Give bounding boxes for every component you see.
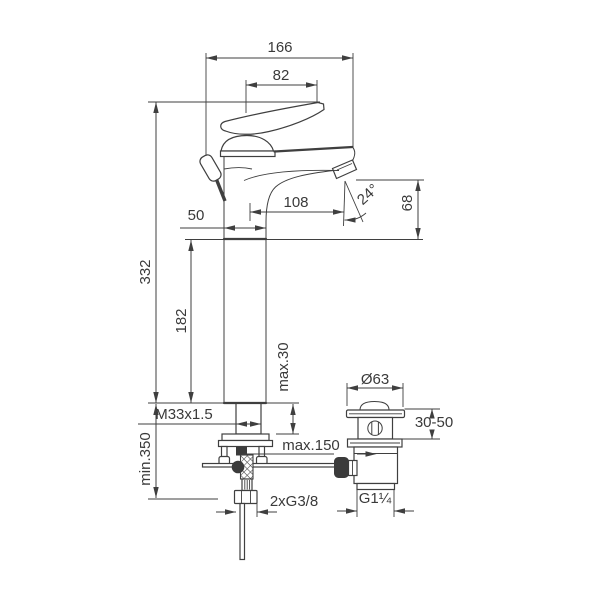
dim-spray-angle-label: 24° — [354, 181, 382, 209]
ball-joint — [231, 460, 245, 474]
dim-spout-reach-label: 108 — [283, 194, 308, 211]
dim-column-height-label: 182 — [173, 308, 190, 333]
dim-supply-connections-label: 2xG3/8 — [270, 493, 318, 510]
dim-body-depth-label: 50 — [188, 207, 205, 224]
dim-waste-outlet-thread-label: G1¼ — [359, 490, 392, 507]
pop-up-waste-assembly — [334, 400, 406, 491]
mounting-hardware — [201, 402, 338, 561]
dim-waste-flange-diameter-label: Ø63 — [361, 371, 389, 388]
dim-waste-clamping-range-label: 30-50 — [415, 414, 453, 431]
dim-max-rod-reach-label: max.150 — [282, 437, 340, 454]
faucet-body-outline — [199, 101, 358, 405]
dim-overall-width-label: 166 — [267, 39, 292, 56]
dimension-annotations: 166 82 50 108 24° 68 332 182 max.30 min.… — [137, 39, 453, 517]
dim-max-deck-thickness-label: max.30 — [275, 342, 292, 391]
rod-clamp — [334, 457, 349, 478]
dim-total-height-label: 332 — [137, 259, 154, 284]
dim-outlet-height-label: 68 — [399, 195, 416, 212]
dim-shank-thread-label: M33x1.5 — [155, 406, 213, 423]
dim-handle-width-label: 82 — [273, 67, 290, 84]
dim-min-clearance-label: min.350 — [137, 432, 154, 485]
